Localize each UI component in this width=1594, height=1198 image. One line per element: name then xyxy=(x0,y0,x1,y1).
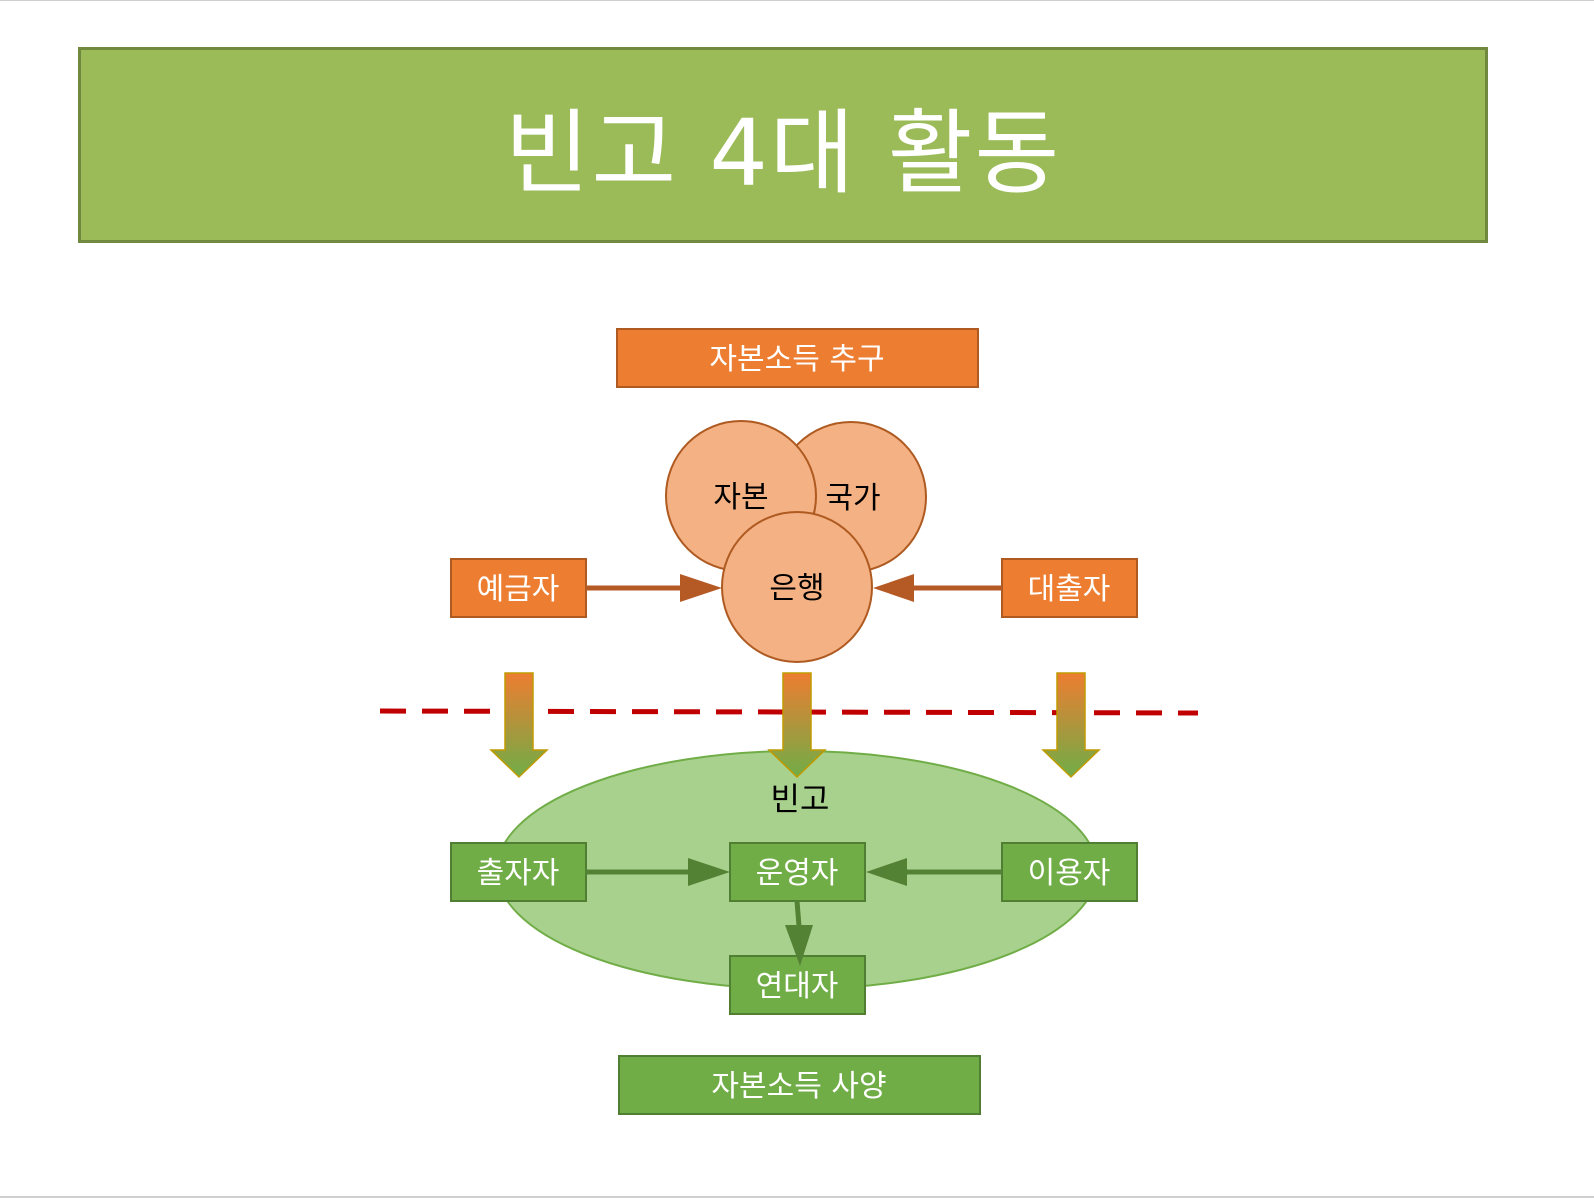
borrower-label: 대출자 xyxy=(1028,572,1111,607)
down-arrow-left xyxy=(489,672,549,779)
top-border xyxy=(0,0,1594,1)
operator-label: 운영자 xyxy=(756,856,839,891)
bank-circle xyxy=(721,511,873,663)
operator-box xyxy=(729,842,866,902)
investor-box xyxy=(450,842,587,902)
slide-title: 빈고 4대 활동 xyxy=(504,99,1062,207)
bingo-ellipse-label: 빈고 xyxy=(771,780,830,818)
operator-to-solidarity-arrowhead xyxy=(785,925,813,966)
depositor-to-bank-arrowhead xyxy=(680,574,722,602)
top-label-box xyxy=(616,328,979,388)
user-box xyxy=(1001,842,1138,902)
down-arrow-right xyxy=(1041,672,1101,779)
depositor-box xyxy=(450,558,587,618)
user-to-operator-arrowhead xyxy=(866,858,907,886)
investor-to-operator-arrowhead xyxy=(688,858,730,886)
capital-circle-label: 자본 xyxy=(713,480,768,515)
bank-circle-label: 은행 xyxy=(769,571,824,606)
down-arrow-center xyxy=(767,672,827,779)
top-label-text: 자본소득 추구 xyxy=(709,342,884,377)
solidarity-label: 연대자 xyxy=(756,969,839,1004)
depositor-label: 예금자 xyxy=(477,572,560,607)
bottom-border xyxy=(0,1196,1594,1198)
borrower-to-bank-arrowhead xyxy=(873,574,914,602)
bottom-label-box xyxy=(618,1055,981,1115)
title-banner: 빈고 4대 활동 xyxy=(78,47,1488,243)
user-label: 이용자 xyxy=(1028,856,1111,891)
investor-label: 출자자 xyxy=(477,856,560,891)
operator-to-solidarity-arrow xyxy=(794,900,802,927)
solidarity-box xyxy=(729,955,866,1015)
bottom-label-text: 자본소득 사양 xyxy=(711,1069,886,1104)
state-circle-label: 국가 xyxy=(825,481,880,516)
